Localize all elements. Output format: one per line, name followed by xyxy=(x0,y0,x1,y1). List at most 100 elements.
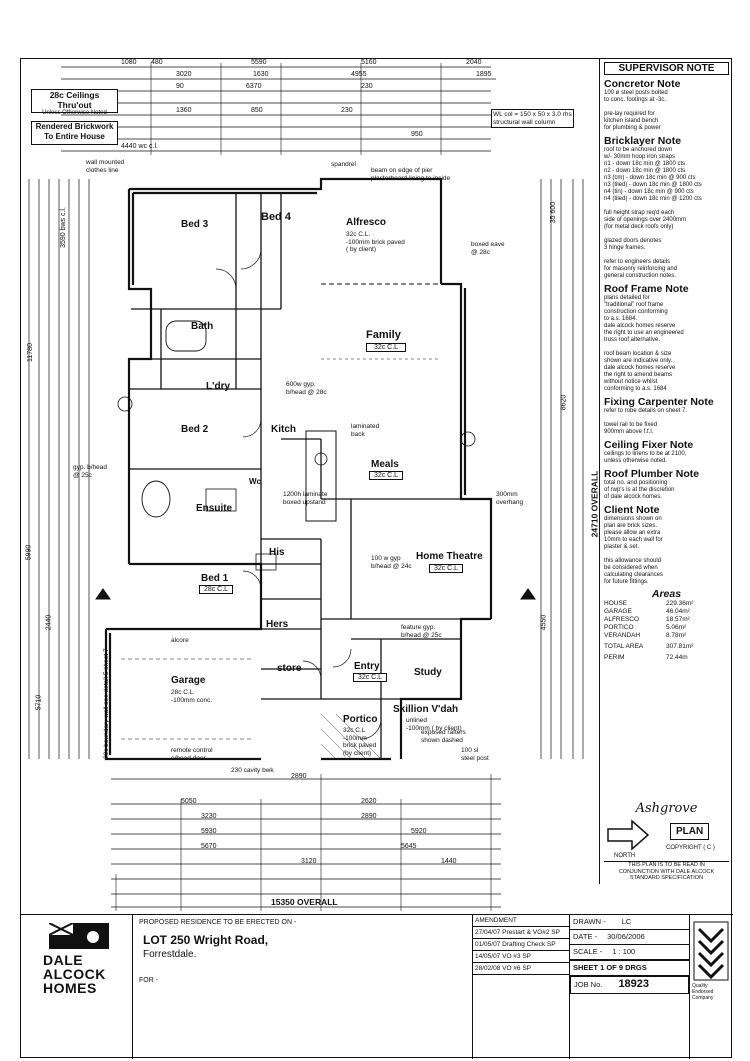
theatre-cl-tag: 32c C.L xyxy=(429,564,463,573)
date-row: DATE - 30/06/2006 xyxy=(570,930,689,945)
area-label: ALFRESCO xyxy=(604,616,640,623)
steel-post-note: 100 sl steel post xyxy=(461,747,489,762)
dim-top-9: 90 xyxy=(176,83,184,90)
company-logo: DALE ALCOCK HOMES xyxy=(43,952,106,996)
ceiling-note: 28c Ceilings Thru'out Unless Otherwise N… xyxy=(31,89,118,116)
date-label: DATE - xyxy=(573,932,598,941)
note-section-heading: Roof Frame Note xyxy=(604,283,689,295)
copyright-label: COPYRIGHT ( C ) xyxy=(666,845,715,851)
sheet-row: SHEET 1 OF 9 DRGS xyxy=(570,960,689,976)
room-alfresco: Alfresco xyxy=(346,217,387,228)
room-bed1: Bed 1 xyxy=(201,573,229,584)
area-value: 5.06m² xyxy=(666,624,687,631)
dim-left-1: 3590 bws c.l. xyxy=(59,207,67,248)
note-section-text: 100 ø steel posts bolted to conc. footin… xyxy=(604,90,668,131)
drawing-info-cell: DRAWN - LC DATE - 30/06/2006 SCALE - 1 :… xyxy=(570,915,690,1059)
boxed-eave-note: boxed eave @ 28c xyxy=(471,241,505,256)
north-label: NORTH xyxy=(614,853,636,859)
scale-label: SCALE - xyxy=(573,947,603,956)
room-wc: Wc xyxy=(249,477,261,486)
area-label: TOTAL AREA xyxy=(604,643,644,650)
dim-top-10: 6370 xyxy=(246,83,262,90)
gyp-bhead-note: gyp. b/head @ 25c xyxy=(73,464,107,479)
ceiling-note-sub: Unless Otherwise Noted xyxy=(42,110,107,116)
exposed-rafters-note: exposed rafters shown dashed xyxy=(421,729,466,744)
meals-cl-tag: 32c C.L xyxy=(369,471,403,480)
scale-value: 1 : 100 xyxy=(612,947,636,956)
room-bed4: Bed 4 xyxy=(261,211,291,223)
quality-label: Quality Endorsed Company xyxy=(692,983,714,1001)
note-section-heading: Ceiling Fixer Note xyxy=(604,439,694,451)
render-note-text: Rendered Brickwork To Entire House xyxy=(35,122,114,141)
suburb: Forrestdale. xyxy=(143,949,197,960)
lot-address: LOT 250 Wright Road, xyxy=(143,933,269,947)
room-skillion: Skillion V'dah xyxy=(393,704,459,715)
dim-right-3: 4550 xyxy=(540,614,548,631)
area-value: 229.36m² xyxy=(666,600,694,607)
date-value: 30/06/2006 xyxy=(607,932,645,941)
room-ldry: L'dry xyxy=(206,381,231,392)
legal-note: THIS PLAN IS TO BE READ IN CONJUNCTION W… xyxy=(604,861,729,882)
job-label: JOB No. xyxy=(574,980,603,989)
dim-top-5: 3020 xyxy=(176,71,192,78)
overhang-note: 300mm overhang xyxy=(496,491,524,506)
room-study: Study xyxy=(414,667,442,678)
title-block: DALE ALCOCK HOMES PROPOSED RESIDENCE TO … xyxy=(21,914,733,1059)
room-family: Family xyxy=(366,329,401,341)
dim-top-17: 5160 xyxy=(361,59,377,66)
dim-top-15: 950 xyxy=(411,131,423,138)
room-bed2: Bed 2 xyxy=(181,424,209,435)
garage-note: 28c C.L -100mm conc. xyxy=(171,689,213,704)
note-section-text: ceilings to linens to be at 2100, unless… xyxy=(604,451,687,464)
room-meals: Meals xyxy=(371,459,399,470)
dim-bot-1: 2890 xyxy=(291,773,307,780)
north-arrow-icon xyxy=(607,819,650,851)
amendment-row: 01/05/07 Drafting Check SP xyxy=(473,939,569,951)
job-number: 18923 xyxy=(618,978,650,990)
bed1-cl-tag: 28c C.L xyxy=(199,585,233,594)
room-kitch: Kitch xyxy=(271,424,296,435)
dim-top-2: 480 xyxy=(151,59,163,66)
dim-left-2: 11780 xyxy=(26,343,34,362)
scale-row: SCALE - 1 : 100 xyxy=(570,945,689,960)
overall-width: 15350 OVERALL xyxy=(271,897,338,907)
dim-bot-7: 5920 xyxy=(411,828,427,835)
dim-top-3: 5590 xyxy=(251,59,267,66)
room-portico: Portico xyxy=(343,714,378,725)
dim-left-4: 2440 xyxy=(45,614,53,631)
note-section-text: dimensions shown on plan are brick sizes… xyxy=(604,516,664,585)
entry-cl-tag: 32c C.L xyxy=(353,673,387,682)
oven-note: 600w gyp. b/head @ 28c xyxy=(286,381,327,396)
alfresco-note: 32c C.L. -100mm brick paved ( by client) xyxy=(346,231,405,253)
theatre-gyp-note: 100 w gyp b/head @ 24c xyxy=(371,555,412,570)
family-cl-tag: 32c C.L xyxy=(366,343,406,352)
note-section-text: plans detailed for "traditional" roof fr… xyxy=(604,295,684,392)
dim-bot-10: 3120 xyxy=(301,858,317,865)
dim-bot-9: 5645 xyxy=(401,843,417,850)
dim-right-2: 8620 xyxy=(560,394,568,411)
room-bed3: Bed 3 xyxy=(181,219,209,230)
room-store: store xyxy=(277,663,302,674)
note-section-text: total no. and positioning of rwp's is at… xyxy=(604,480,675,500)
dim-bot-8: 5670 xyxy=(201,843,217,850)
area-value: 46.04m² xyxy=(666,608,690,615)
amendment-header: AMENDMENT xyxy=(473,915,569,927)
area-value: 72.44m xyxy=(666,654,688,661)
portico-note: 32c C.L -100mm brick paved (by client) xyxy=(343,727,377,757)
room-his: His xyxy=(269,547,285,558)
dim-top-6: 1630 xyxy=(253,71,269,78)
dim-bot-2: 5050 xyxy=(181,798,197,805)
proposed-label: PROPOSED RESIDENCE TO BE ERECTED ON - xyxy=(139,919,297,926)
ceiling-note-title: 28c Ceilings Thru'out xyxy=(49,90,100,110)
